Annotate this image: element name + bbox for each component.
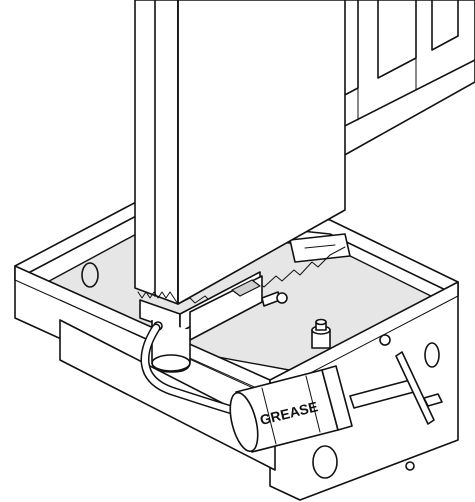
rim-bolt xyxy=(405,461,415,471)
grease-gun: GREASE xyxy=(229,351,443,453)
tray-hole-right xyxy=(424,342,440,368)
tray-hole-left xyxy=(81,262,99,288)
tray-hole-front xyxy=(312,445,338,479)
hinge-bracket xyxy=(151,275,288,373)
grease-hose xyxy=(140,323,237,415)
grease-gun-handle xyxy=(395,351,435,425)
gate-post xyxy=(134,0,346,333)
grease-fitting xyxy=(311,318,331,349)
bracket-screw xyxy=(276,292,288,304)
grease-gun-cap xyxy=(229,391,259,453)
rim-bolt xyxy=(379,334,391,346)
